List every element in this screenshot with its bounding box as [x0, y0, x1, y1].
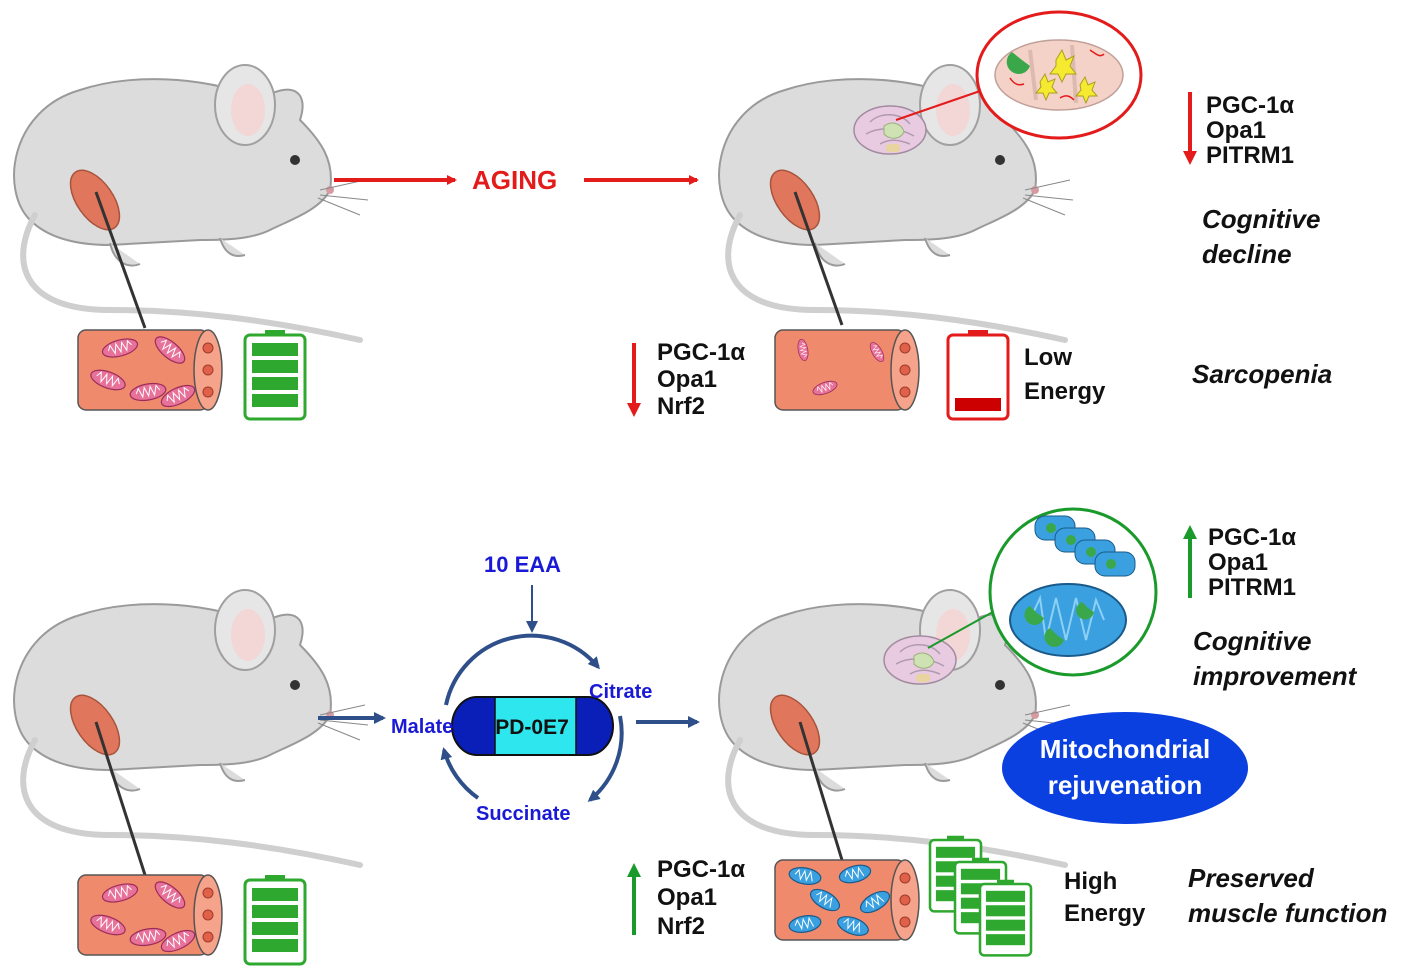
- cycle-arc-right: [587, 715, 624, 802]
- cycle-citrate: Citrate: [589, 681, 652, 703]
- aged-mouse-top: [719, 65, 1073, 340]
- outcome-cognitive-improvement-2: improvement: [1193, 661, 1358, 691]
- marker-pgc1a: PGC-1α: [1208, 524, 1296, 551]
- outcome-cognitive-decline-2: decline: [1202, 239, 1292, 269]
- pointer-line: [793, 191, 844, 326]
- marker-pitrm1: PITRM1: [1208, 574, 1296, 601]
- outcome-preserved-1: Preserved: [1188, 863, 1315, 893]
- mito-badge-line1: Mitochondrial: [1040, 734, 1210, 764]
- battery-full-icon: [243, 873, 307, 966]
- zoom-line-top: [895, 89, 984, 121]
- outcome-cognitive-decline-1: Cognitive: [1202, 204, 1320, 234]
- marker-pgc1a: PGC-1α: [1206, 92, 1294, 119]
- muscle-marker-nrf2: Nrf2: [657, 393, 705, 420]
- cycle-arc-top: [444, 633, 600, 706]
- muscle-marker-pgc1a: PGC-1α: [657, 856, 745, 883]
- damaged-mito-zoom: [975, 10, 1143, 140]
- battery-low-icon: [946, 330, 1010, 421]
- brain-icon-bottom: [883, 635, 957, 685]
- muscle-marker-pgc1a: PGC-1α: [657, 339, 745, 366]
- low-energy-1: Low: [1024, 344, 1072, 371]
- low-energy-2: Energy: [1024, 378, 1106, 405]
- healthy-muscle-bottom: [77, 874, 223, 957]
- healthy-muscle-top: [77, 329, 223, 412]
- pointer-line: [94, 721, 147, 876]
- high-energy-2: Energy: [1064, 900, 1146, 927]
- outcome-sarcopenia: Sarcopenia: [1192, 359, 1332, 389]
- young-mouse-top: [14, 65, 368, 340]
- pointer-line: [798, 721, 844, 861]
- supplement-label: 10 EAA: [484, 552, 561, 577]
- marker-opa1: Opa1: [1206, 117, 1266, 144]
- cycle-malate: Malate: [391, 716, 453, 738]
- marker-pitrm1: PITRM1: [1206, 142, 1294, 169]
- outcome-cognitive-improvement-1: Cognitive: [1193, 626, 1311, 656]
- cycle-arc-left: [440, 747, 480, 800]
- treated-mouse: [719, 590, 1073, 865]
- muscle-marker-nrf2: Nrf2: [657, 913, 705, 940]
- pointer-line: [94, 191, 147, 329]
- marker-opa1: Opa1: [1208, 549, 1268, 576]
- pd-0e7-capsule: [451, 696, 614, 756]
- muscle-marker-opa1: Opa1: [657, 884, 717, 911]
- zoom-line-bottom: [927, 607, 1001, 649]
- aged-muscle-top: [774, 329, 920, 411]
- aging-label: AGING: [472, 165, 557, 195]
- muscle-marker-opa1: Opa1: [657, 366, 717, 393]
- high-energy-1: High: [1064, 868, 1117, 895]
- treated-muscle: [774, 859, 920, 941]
- capsule-label: PD-0E7: [495, 716, 569, 739]
- mito-rejuvenation-badge: [1002, 712, 1248, 824]
- outcome-preserved-2: muscle function: [1188, 898, 1387, 928]
- young-mouse-bottom: [14, 590, 368, 865]
- mito-badge-line2: rejuvenation: [1048, 770, 1203, 800]
- cycle-succinate: Succinate: [476, 803, 570, 825]
- battery-full-icon: [243, 328, 307, 421]
- healthy-mito-zoom: [988, 507, 1158, 677]
